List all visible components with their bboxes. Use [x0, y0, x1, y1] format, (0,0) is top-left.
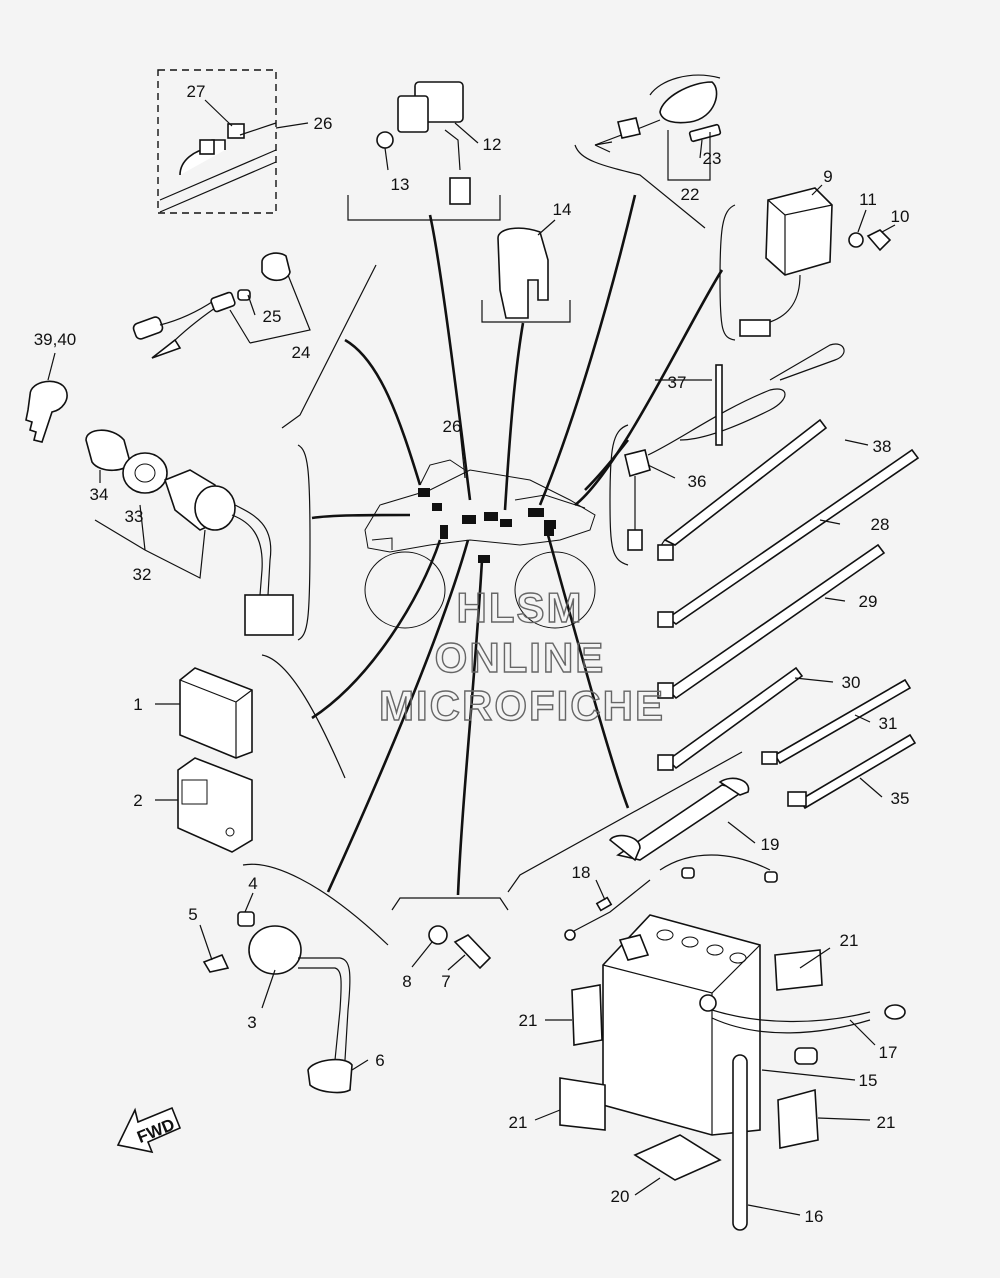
battery-assembly — [559, 777, 906, 1231]
part-14-cap — [497, 227, 549, 319]
cdi-unit — [739, 187, 892, 337]
callout-22: 22 — [681, 185, 700, 204]
callout-16: 16 — [805, 1207, 824, 1226]
watermark-line-1: HLSM — [457, 584, 584, 631]
callout-29: 29 — [859, 592, 878, 611]
callout-2: 2 — [133, 791, 142, 810]
callout-21-top: 21 — [840, 931, 859, 950]
callout-38: 38 — [873, 437, 892, 456]
group-brackets — [242, 144, 743, 946]
callout-20: 20 — [611, 1187, 630, 1206]
callout-5: 5 — [188, 905, 197, 924]
callout-27: 27 — [187, 82, 206, 101]
callout-labels: 1 2 3 4 5 6 7 8 9 10 11 12 13 14 15 16 1… — [34, 82, 910, 1226]
callout-23: 23 — [703, 149, 722, 168]
leader-lines — [47, 99, 896, 1216]
callout-31: 31 — [879, 714, 898, 733]
main-switch — [85, 429, 294, 636]
callout-10: 10 — [891, 207, 910, 226]
watermark-line-3: MICROFICHE — [379, 682, 665, 729]
fwd-label: FWD — [134, 1115, 177, 1147]
callout-30: 30 — [842, 673, 861, 692]
ignition-coil — [202, 911, 353, 1094]
callout-35: 35 — [891, 789, 910, 808]
harness-wires — [311, 194, 724, 896]
callout-15: 15 — [859, 1071, 878, 1090]
relay-assembly — [376, 81, 471, 205]
forward-arrow — [116, 1106, 182, 1154]
callout-36: 36 — [688, 472, 707, 491]
callout-34: 34 — [90, 485, 109, 504]
neutral-switch — [428, 925, 492, 970]
callout-33: 33 — [125, 507, 144, 526]
callout-6: 6 — [375, 1051, 384, 1070]
callout-8: 8 — [402, 972, 411, 991]
watermark: HLSM ONLINE MICROFICHE — [378, 583, 665, 729]
callout-26-center: 26 — [443, 417, 462, 436]
callout-25: 25 — [263, 307, 282, 326]
callout-13: 13 — [391, 175, 410, 194]
lead-assembly — [132, 252, 291, 359]
atv-silhouette — [364, 459, 596, 629]
speed-sensor — [624, 343, 845, 551]
callout-21-bottom-right: 21 — [877, 1113, 896, 1132]
callout-32: 32 — [133, 565, 152, 584]
callout-39-40: 39,40 — [34, 330, 77, 349]
callout-24: 24 — [292, 343, 311, 362]
callout-19: 19 — [761, 835, 780, 854]
fuse-holder — [594, 74, 722, 153]
callout-21-left: 21 — [519, 1011, 538, 1030]
callout-11: 11 — [859, 190, 877, 209]
callout-37: 37 — [668, 373, 687, 392]
callout-9: 9 — [823, 167, 832, 186]
callout-18: 18 — [572, 863, 591, 882]
callout-26-top: 26 — [314, 114, 333, 133]
ignition-key — [25, 380, 68, 443]
control-unit — [177, 667, 253, 853]
callout-3: 3 — [247, 1013, 256, 1032]
callout-14: 14 — [553, 200, 572, 219]
callout-12: 12 — [483, 135, 502, 154]
callout-21-bottom-left: 21 — [509, 1113, 528, 1132]
callout-28: 28 — [871, 515, 890, 534]
callout-1: 1 — [133, 695, 142, 714]
cable-ties — [657, 418, 920, 810]
watermark-line-2: ONLINE — [435, 634, 606, 681]
callout-4: 4 — [248, 874, 257, 893]
callout-7: 7 — [441, 972, 450, 991]
callout-17: 17 — [879, 1043, 898, 1062]
part-27-box — [157, 69, 277, 214]
